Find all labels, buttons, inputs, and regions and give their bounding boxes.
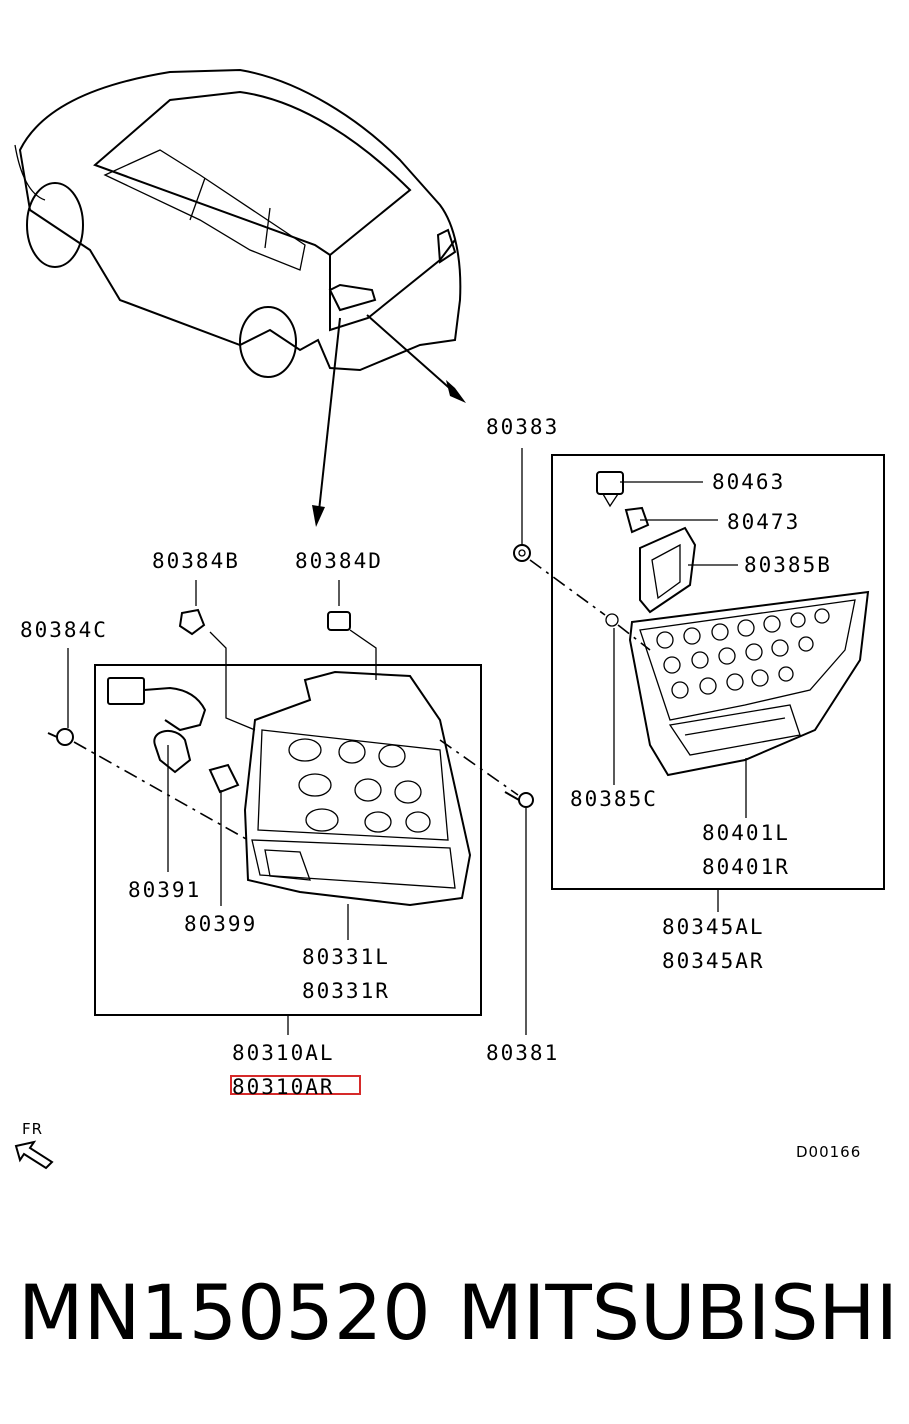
- label-80310al: 80310AL: [232, 1041, 335, 1065]
- callout-arrows: [312, 314, 466, 527]
- label-80391: 80391: [128, 878, 201, 902]
- front-direction-indicator: FR: [14, 1120, 54, 1170]
- right-leader-lines: [521, 448, 747, 912]
- label-80310ar: 80310AR: [232, 1075, 335, 1099]
- label-80331r: 80331R: [302, 979, 390, 1003]
- left-leader-lines: [67, 580, 527, 1035]
- vehicle-illustration: [14, 68, 462, 378]
- fr-label: FR: [22, 1120, 43, 1138]
- footer: MN150520 MITSUBISHI: [18, 1268, 898, 1357]
- brand-name: MITSUBISHI: [457, 1268, 898, 1357]
- label-80381: 80381: [486, 1041, 559, 1065]
- part-number: MN150520: [18, 1268, 431, 1357]
- label-80399: 80399: [184, 912, 257, 936]
- highlight-box: [230, 1075, 361, 1095]
- label-80345ar: 80345AR: [662, 949, 765, 973]
- label-80345al: 80345AL: [662, 915, 765, 939]
- label-80383: 80383: [486, 415, 559, 439]
- label-80384d: 80384D: [295, 549, 383, 573]
- tail-lamp-assembly: [47, 608, 534, 907]
- label-80384c: 80384C: [20, 618, 108, 642]
- label-80401r: 80401R: [702, 855, 790, 879]
- label-80401l: 80401L: [702, 821, 790, 845]
- label-80473: 80473: [727, 510, 800, 534]
- label-80385b: 80385B: [744, 553, 832, 577]
- front-arrow-icon: [14, 1140, 54, 1170]
- label-80463: 80463: [712, 470, 785, 494]
- label-80331l: 80331L: [302, 945, 390, 969]
- figure-code: D00166: [796, 1143, 861, 1161]
- assembly-box-80310: [94, 664, 482, 1016]
- inner-lamp-assembly: [513, 471, 870, 777]
- label-80385c: 80385C: [570, 787, 658, 811]
- label-80384b: 80384B: [152, 549, 240, 573]
